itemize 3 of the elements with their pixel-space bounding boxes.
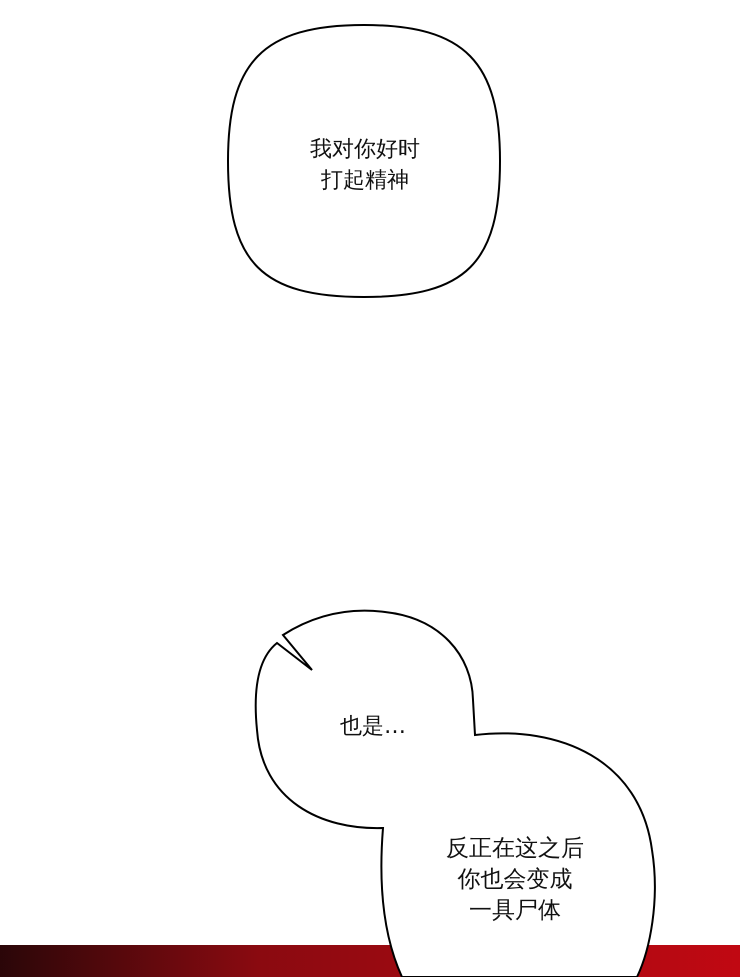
speech-text: 也是…	[340, 713, 406, 741]
speech-text: 我对你好时打起精神	[310, 136, 420, 195]
speech-text: 反正在这之后你也会变成一具尸体	[446, 834, 584, 926]
